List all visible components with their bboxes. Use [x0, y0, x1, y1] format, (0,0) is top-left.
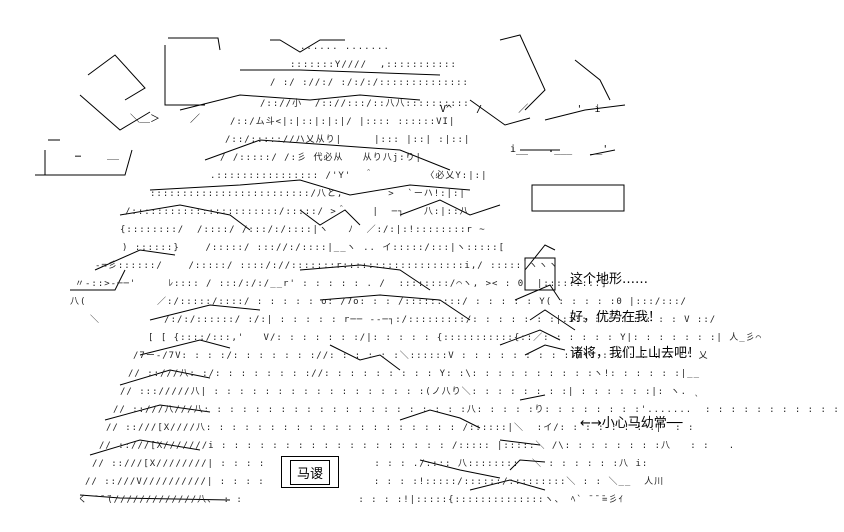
rock-texture: ＼＿＞ ／: [130, 114, 200, 125]
texture-dots: .:::::::::::::::: /'Y' ＾ 〈必乂Y:|:|: [210, 171, 488, 181]
figure-outline: [509, 459, 546, 471]
name-sign: 马谡: [281, 456, 339, 488]
hill-outline: [149, 179, 471, 196]
mountain-slope: [70, 269, 126, 291]
figure-outline: [529, 309, 576, 331]
figure-outline: [524, 344, 566, 356]
texture-dots: 八( ／:/:::::/::::/ : : : : : o: /7o: : : …: [70, 297, 687, 307]
texture-dots: /::/ム斗<|:|::|:|:|/ |:::: ::::::VI|: [230, 117, 456, 127]
rock-outline: [544, 104, 626, 121]
mountain-slope: [299, 264, 431, 291]
texture-dots: / :/ ://:/ :/:/:/::::::::::::::: [270, 78, 469, 88]
texture-dots: // ::///八: :/: : : : : : : ://: : : : : …: [128, 369, 700, 379]
texture-dots: // ::///八///八: : : : : : : : : : : : : :…: [113, 405, 844, 415]
hill-outline: [270, 39, 345, 53]
texture-dots: ＼ /:/:/::::::/ :/:| : : : : : r── --─┐:/…: [90, 315, 717, 325]
mountain-slope: [419, 459, 501, 479]
mountain-slope: [104, 404, 211, 421]
mountain-slope: [524, 244, 556, 271]
texture-dots: // ::///[X////八: : : : : : : : : : : : :…: [106, 423, 695, 433]
texture-dots: // ::///V//////////| : : : : : : : :!:::…: [85, 477, 665, 487]
hill-outline: [399, 199, 501, 216]
texture-dots: {::::::::/ /::::/ /:::/:/::::|ヽ ﾉ ／:/:|:…: [120, 225, 486, 235]
rock-outline: [87, 54, 146, 101]
texture-dots: -=彡::::::/ /:::::/ ::::/://:::::::r:::::…: [95, 261, 559, 271]
rock-block: [524, 257, 556, 291]
texture-dots: :::::::::::::::::::::::::/八と, > `ーハ!:|:|: [150, 189, 466, 199]
rock-outline: [168, 37, 221, 51]
hill-outline: [299, 209, 361, 226]
texture-dots: // ::://///八| : : : : : : : : : : : : : …: [120, 387, 700, 397]
caption-warning: ←→小心马幼常──: [580, 416, 683, 431]
rock-texture: … __: [75, 149, 120, 160]
rock-outline: [469, 99, 531, 126]
mountain-slope: [149, 304, 261, 321]
texture-dots: :::::::Y//// ,:::::::::::: [290, 60, 457, 70]
texture-dots: く ̄ ̄ ̄(/////////////八、 : : : : : :!|:::…: [78, 495, 624, 505]
rock-outline: [589, 149, 616, 156]
mountain-slope: [514, 284, 561, 301]
hill-outline: [119, 204, 251, 231]
rock-texture: V^ / ／ ' i: [440, 104, 601, 115]
mountain-slope: [519, 394, 546, 401]
mountain-slope: [89, 439, 201, 456]
hill-outline: [240, 69, 441, 76]
caption-terrain: 这个地形……: [570, 272, 649, 287]
rock-texture: i__ .___ __': [510, 144, 609, 155]
hill-outline: [179, 94, 421, 111]
texture-dots: /::/::::://ハ乂从り| |::: |::| :|::|: [225, 135, 471, 145]
texture-dots: // ::///[X///////i : : : : : : : : : : :…: [99, 441, 736, 451]
hill-outline: [204, 139, 451, 171]
rock-outline: [164, 45, 205, 106]
mountain-slope: [319, 294, 471, 321]
mountain-slope: [79, 494, 231, 501]
texture-dots: 〃-::>-──' ﾚ:::: / :::/:/:/__r' : : : : :…: [75, 279, 608, 289]
texture-dots: /:://小 /:://:::/::八八::::::::::: [260, 99, 470, 109]
texture-dots: [ [ {::::/:::,' V/: : : : : : :/|: : : :…: [148, 333, 763, 343]
mountain-slope: [499, 329, 561, 346]
caption-good-momentum: 好，优势在我！: [570, 310, 662, 325]
mountain-slope: [499, 439, 541, 446]
texture-dots: /:::::::::::::::::::::::/:::::/ >＾ | ─┐ …: [125, 207, 470, 217]
rock-outline: [499, 34, 546, 111]
texture-dots: ) ::::::} /:::::/ ::://:/::::|__ヽ .. イ::…: [122, 243, 506, 253]
mountain-slope: [399, 409, 481, 429]
mountain-slope: [119, 369, 211, 386]
rock-outline: [35, 149, 133, 176]
name-sign-label: 马谡: [289, 459, 330, 485]
rock-outline: [79, 94, 151, 131]
texture-dots: // ::///[X////////| : : : : : : : ./::::…: [92, 459, 649, 469]
rock-outline: [574, 59, 611, 101]
mountain-slope: [329, 344, 401, 371]
texture-dots: ...... .......: [300, 42, 390, 52]
mountain-slope: [94, 249, 176, 271]
mountain-slope: [139, 339, 231, 356]
rock-block: [531, 184, 625, 212]
caption-generals: 诸将，我们上山去吧！: [570, 346, 701, 361]
texture-dots: / /:::::/ /:彡 代必从 从り八j:り|: [220, 153, 422, 163]
mountain-slope: [469, 479, 546, 491]
texture-dots: /7ー-/7V: : : :/: : : : : : ://: : : : : …: [133, 351, 709, 361]
